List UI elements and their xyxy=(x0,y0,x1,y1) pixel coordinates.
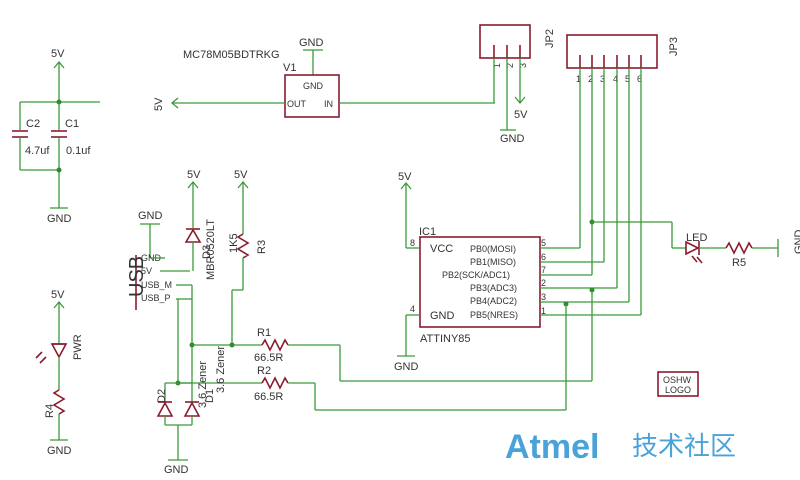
c2-label: C2 xyxy=(26,118,40,130)
reg-gnd-top-label: GND xyxy=(299,37,324,49)
r3-label: R3 xyxy=(256,240,268,254)
capacitor-section: 5V C2 4.7uf C1 0.1uf GND xyxy=(12,48,100,225)
jp3-pin1: 1 xyxy=(576,74,581,84)
zener-gnd-label: GND xyxy=(164,464,189,476)
usb-m-pin: USB_M xyxy=(141,280,172,290)
oshw-logo: OSHW LOGO xyxy=(657,371,699,397)
jp3-pin6: 6 xyxy=(637,74,642,84)
usb-5v-pin: 5V xyxy=(141,266,152,276)
reg-part-name: MC78M05BDTRKG xyxy=(183,49,280,61)
reg-out-pin: OUT xyxy=(287,99,307,109)
usb-section: GND USB GND 5V USB_M USB_P 5V D3 MBR0520… xyxy=(126,169,593,476)
ic-pb4: PB4(ADC2) xyxy=(470,296,517,306)
ic-gnd: GND xyxy=(430,310,455,322)
regulator-section: GND MC78M05BDTRKG V1 GND OUT IN 5V xyxy=(153,37,495,118)
led-gnd-label: GND xyxy=(793,230,800,255)
pwr-label: PWR xyxy=(72,334,84,360)
d3-part: MBR0520LT xyxy=(205,219,217,280)
ic1-attiny85: 5V IC1 8 VCC GND 4 GND PB0(MOSI) PB1(MIS… xyxy=(394,68,642,373)
jp3-pin2: 2 xyxy=(588,74,593,84)
led-r5-section: LED R5 GND xyxy=(592,221,800,269)
jp2-connector: JP2 1 2 3 GND 5V xyxy=(479,24,556,145)
pwr-gnd-label: GND xyxy=(47,445,72,457)
jp2-pin2: 2 xyxy=(505,63,515,68)
watermark-brand: Atmel xyxy=(505,428,599,466)
reg-5v-out-label: 5V xyxy=(153,97,165,111)
c1-label: C1 xyxy=(65,118,79,130)
c-gnd-label: GND xyxy=(47,213,72,225)
ic-pb2: PB2(SCK/ADC1) xyxy=(442,270,510,280)
usb-p-pin: USB_P xyxy=(141,293,171,303)
r4-label: R4 xyxy=(44,404,56,418)
led-label: LED xyxy=(686,232,707,244)
ic-pin7: 7 xyxy=(541,265,546,275)
jp2-pin3: 3 xyxy=(518,63,528,68)
jp2-gnd-label: GND xyxy=(500,133,525,145)
pwr-5v-label: 5V xyxy=(51,289,65,301)
ic-pin1: 1 xyxy=(541,306,546,316)
reg-ref: V1 xyxy=(283,62,296,74)
ic-pin5: 5 xyxy=(541,238,546,248)
ic-name: ATTINY85 xyxy=(420,333,471,345)
ic-pb3: PB3(ADC3) xyxy=(470,283,517,293)
usb-gnd-top: GND xyxy=(138,210,163,222)
jp3-pin3: 3 xyxy=(600,74,605,84)
d2-value: 3.6 Zener xyxy=(197,361,209,408)
jp3-pin5: 5 xyxy=(625,74,630,84)
jp2-5v-label: 5V xyxy=(514,109,528,121)
r1-value: 66.5R xyxy=(254,352,283,364)
usb-label: USB xyxy=(126,256,148,297)
r5-label: R5 xyxy=(732,257,746,269)
watermark-text: 技术社区 xyxy=(632,431,736,461)
d3-label: D3 xyxy=(201,245,213,259)
ic-pb1: PB1(MISO) xyxy=(470,257,516,267)
ic-5v-label: 5V xyxy=(398,171,412,183)
c1-value: 0.1uf xyxy=(66,145,91,157)
d1-label: D1 xyxy=(204,389,216,403)
oshw-text-1: OSHW xyxy=(663,375,692,385)
r3-5v-label: 5V xyxy=(234,169,248,181)
reg-gnd-pin: GND xyxy=(303,81,324,91)
jp2-pin1: 1 xyxy=(492,63,502,68)
oshw-text-2: LOGO xyxy=(665,385,691,395)
ic-pin3: 3 xyxy=(541,292,546,302)
jp3-pin4: 4 xyxy=(613,74,618,84)
r2-label: R2 xyxy=(257,365,271,377)
jp3-connector: JP3 1 2 3 4 5 6 xyxy=(566,34,680,84)
r1-label: R1 xyxy=(257,327,271,339)
d1-value: 3.6 Zener xyxy=(215,346,227,393)
r2-value: 66.5R xyxy=(254,391,283,403)
ic-pin6: 6 xyxy=(541,252,546,262)
ic-pin2: 2 xyxy=(541,278,546,288)
reg-in-pin: IN xyxy=(324,99,333,109)
c2-value: 4.7uf xyxy=(25,145,50,157)
jp2-label: JP2 xyxy=(544,29,556,48)
ic-ref: IC1 xyxy=(419,226,436,238)
pwr-section: 5V PWR R4 GND xyxy=(35,289,84,457)
ic-gnd-label: GND xyxy=(394,361,419,373)
watermark: Atmel 技术社区 xyxy=(505,428,736,466)
jp3-label: JP3 xyxy=(668,37,680,56)
ic-pin8: 8 xyxy=(410,238,415,248)
d3-5v-label: 5V xyxy=(187,169,201,181)
d2-label: D2 xyxy=(156,389,168,403)
r3-value: 1K5 xyxy=(228,233,240,253)
ic-pb0: PB0(MOSI) xyxy=(470,244,516,254)
ic-pin4: 4 xyxy=(410,304,415,314)
ic-pb5: PB5(NRES) xyxy=(470,310,518,320)
ic-vcc: VCC xyxy=(430,243,453,255)
c-5v-label: 5V xyxy=(51,48,65,60)
